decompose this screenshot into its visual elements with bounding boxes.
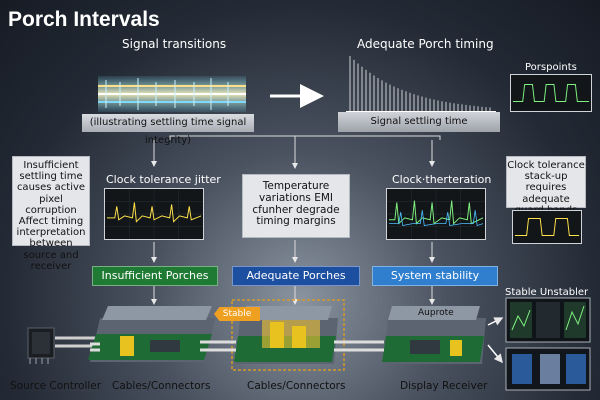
clock-iteration-label: Clock·therteration: [392, 173, 492, 186]
insufficient-settling-note: Insufficient settling time causes active…: [12, 156, 90, 272]
cables-connectors-label-2: Cables/Connectors: [247, 380, 346, 392]
auprote-label: Auprote: [418, 308, 454, 318]
source-controller-device: [27, 327, 55, 364]
board-insufficient: [88, 306, 215, 362]
signal-transitions-heading: Signal transitions: [122, 37, 227, 51]
porspoints-inset-scope: [510, 74, 592, 112]
signal-transitions-caption: (illustrating settling time signal integ…: [82, 114, 254, 146]
source-controller-label: Source Controller: [10, 380, 102, 392]
board-adequate: [200, 299, 345, 371]
signal-settling-caption: Signal settling time: [338, 112, 500, 132]
stable-tag: Stable: [214, 307, 260, 321]
stable-unstable-label: Stable Unstabler: [505, 287, 589, 298]
cables-connectors-label-1: Cables/Connectors: [112, 380, 211, 392]
adequate-porch-timing-heading: Adequate Porch timing: [357, 37, 494, 51]
adequate-porches-bar: Adequate Porches: [232, 266, 360, 286]
clock-jitter-scope: [104, 188, 204, 240]
temperature-emi-note: Temperature variations EMI cfunher degra…: [242, 174, 350, 238]
system-stability-bar: System stability: [372, 266, 498, 286]
unstable-monitor-inset: [505, 347, 591, 391]
page-title: Porch Intervals: [8, 8, 160, 31]
board-receiver: [334, 306, 486, 364]
clock-iteration-scope: [386, 188, 486, 240]
display-receiver-label: Display Receiver: [400, 380, 488, 392]
guard-band-scope: [512, 210, 582, 244]
inset-label: Porspoints: [525, 62, 577, 73]
insufficient-porches-bar: Insufficient Porches: [92, 266, 218, 286]
stable-monitor-inset: [505, 297, 591, 343]
clock-tolerance-jitter-label: Clock tolerance jitter: [106, 173, 221, 186]
signal-transition-traces: [98, 72, 246, 116]
